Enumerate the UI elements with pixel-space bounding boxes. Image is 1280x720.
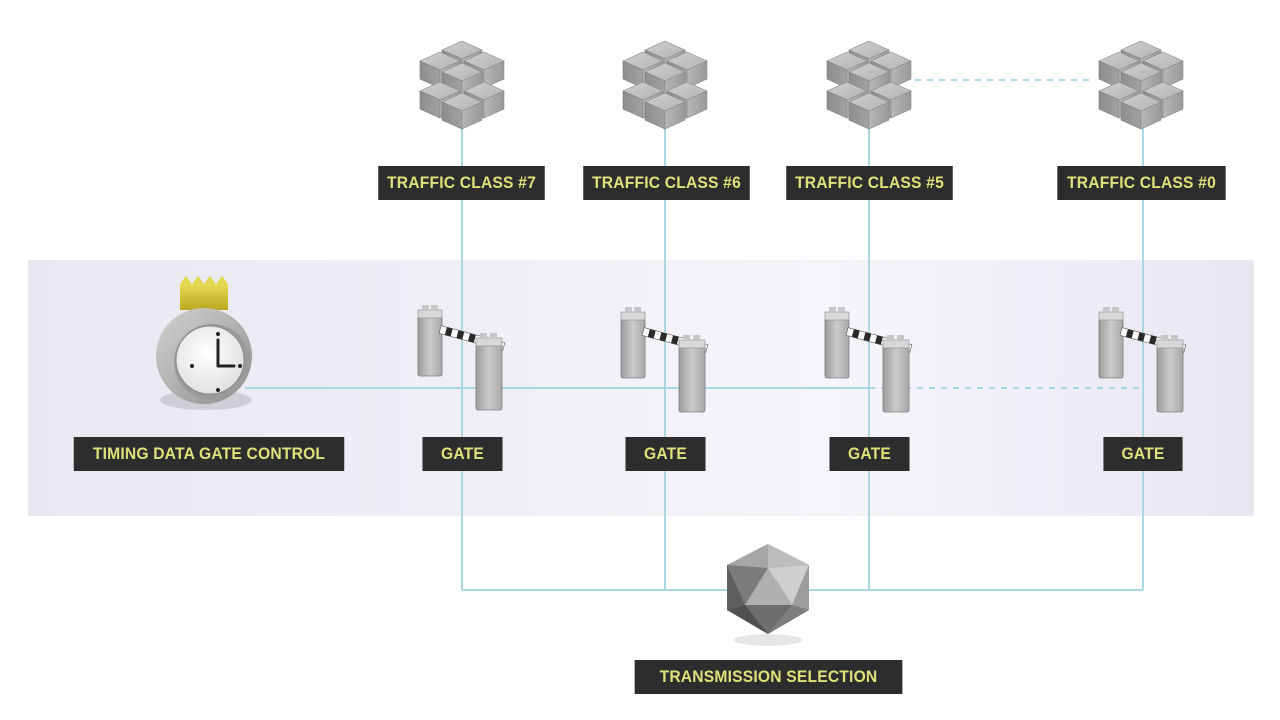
gate-label-tc7: GATE [422,437,503,471]
crowned-clock-icon [156,276,252,410]
queue-tc0-icon [1099,41,1183,129]
queue-tc5-icon [827,41,911,129]
timing-data-gate-control-label: TIMING DATA GATE CONTROL [73,437,345,471]
connection-lines [245,79,1144,591]
traffic-class-5-label: TRAFFIC CLASS #5 [786,166,953,200]
gate-label-tc0: GATE [1103,437,1183,471]
queue-tc7-icon [420,41,504,129]
transmission-selection-label: TRANSMISSION SELECTION [634,660,903,694]
traffic-class-6-label: TRAFFIC CLASS #6 [583,166,750,200]
gate-label-tc5: GATE [829,437,910,471]
traffic-class-7-label: TRAFFIC CLASS #7 [378,166,545,200]
icosahedron-icon [727,544,809,646]
queue-tc6-icon [623,41,707,129]
traffic-class-0-label: TRAFFIC CLASS #0 [1057,166,1226,200]
gate-label-tc6: GATE [625,437,706,471]
